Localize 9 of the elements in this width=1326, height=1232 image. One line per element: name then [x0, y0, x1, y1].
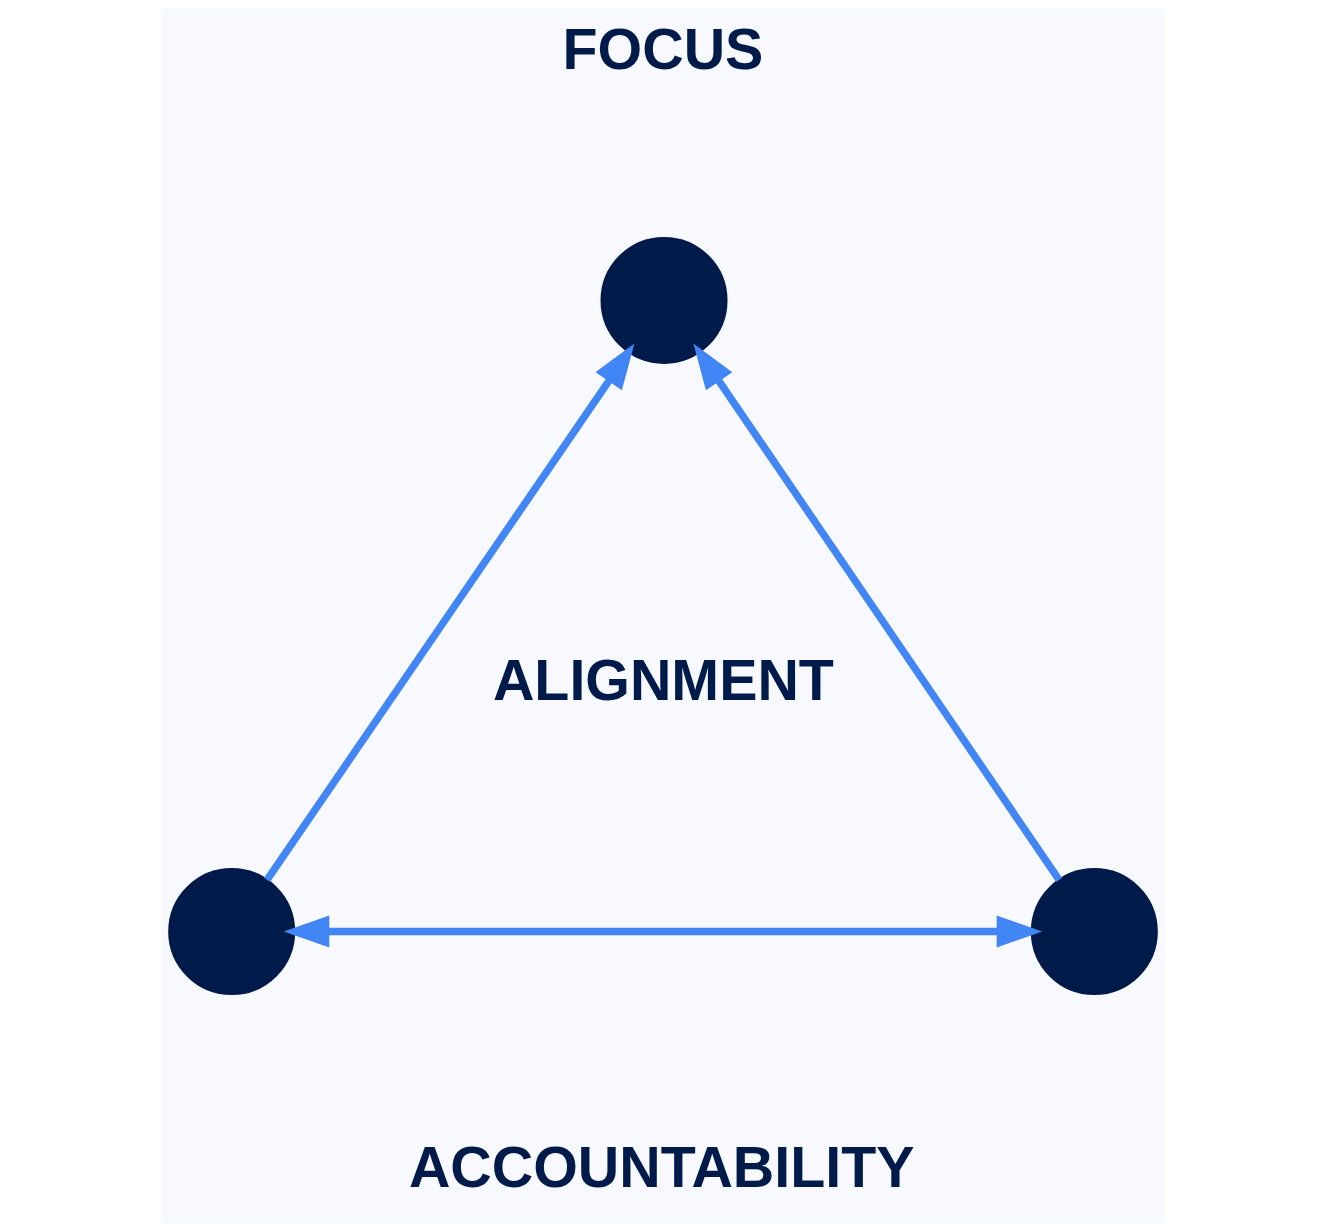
arrow — [693, 343, 1063, 882]
node-label: FOCUS — [562, 16, 764, 81]
node-circle — [168, 868, 296, 996]
label: ALIGNMENT — [492, 647, 834, 712]
arrow — [264, 343, 635, 882]
node-circle — [1030, 868, 1158, 996]
node-circle — [600, 236, 728, 364]
label: ACCOUNTABILITY — [408, 1135, 915, 1200]
arrow — [283, 915, 1043, 948]
